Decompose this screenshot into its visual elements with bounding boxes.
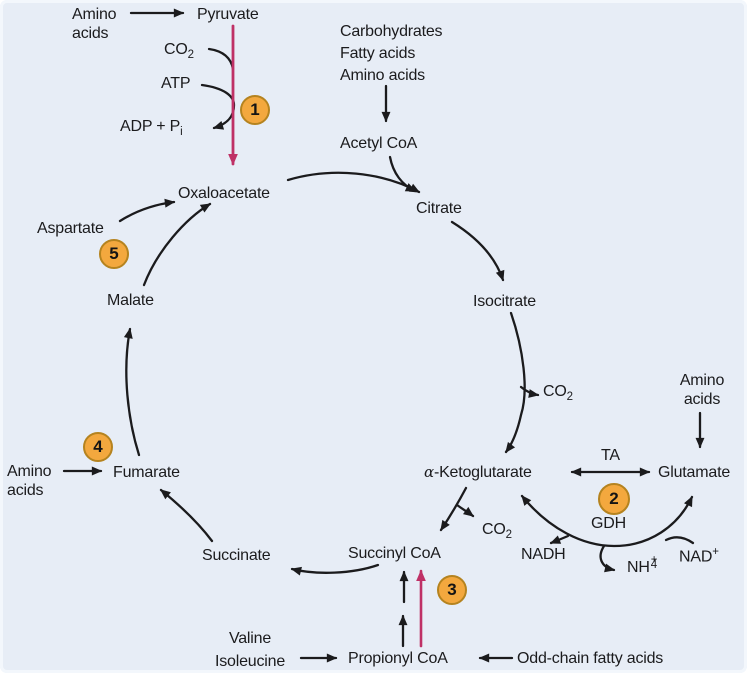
label-nadh: NADH [521, 546, 566, 563]
label-succinyl-coa: Succinyl CoA [348, 545, 441, 562]
arc-isocitrate-to-ketoglutarate [504, 311, 526, 454]
label-valine-isoleucine: Valine Isoleucine [214, 630, 286, 670]
label-citrate: Citrate [416, 200, 462, 217]
label-propionyl-coa: Propionyl CoA [348, 650, 448, 667]
label-co2-top: CO2 [164, 41, 195, 62]
curve-acetylcoa-to-citrate [388, 155, 417, 193]
badge-reaction-1: 1 [240, 95, 270, 125]
label-inputs-top: Carbohydrates Fatty acids Amino acids [340, 23, 443, 84]
arc-ketoglutarate-to-succinylcoa [439, 486, 468, 532]
branch-co2-from-ketoglutarate [455, 503, 475, 518]
label-succinate: Succinate [202, 547, 271, 564]
label-alpha-ketoglutarate: α-Ketoglutarate [424, 463, 532, 481]
label-amino-acids-left: Amino acids [7, 463, 52, 499]
badge-reaction-3: 3 [437, 575, 467, 605]
label-ta: TA [601, 447, 620, 464]
arc-gdh-bidirectional [520, 494, 694, 548]
label-oxaloacetate: Oxaloacetate [178, 185, 270, 202]
label-nad: NAD+ [679, 546, 719, 566]
badge-reaction-2: 2 [598, 483, 630, 515]
label-adp-pi: ADP + Pi [120, 118, 183, 139]
label-co2-isocitrate: CO2 [543, 383, 574, 404]
label-nh4: NH+4 [627, 554, 658, 576]
arc-fumarate-to-malate [123, 327, 141, 457]
arc-oxaloacetate-to-citrate [286, 171, 421, 194]
label-isocitrate: Isocitrate [473, 293, 536, 310]
label-acetyl-coa: Acetyl CoA [340, 135, 418, 152]
arc-succinylcoa-to-succinate [290, 563, 380, 576]
branch-nadh-out [549, 534, 570, 545]
curve-atp-to-adp-pi [200, 83, 236, 130]
curve-aspartate-to-oxaloacetate [118, 198, 176, 223]
curve-co2-into-carboxylation [207, 47, 235, 71]
label-aspartate: Aspartate [37, 220, 104, 237]
label-amino-acids-top-left: Amino acids [72, 6, 117, 42]
arc-citrate-to-isocitrate [450, 220, 505, 282]
arc-succinate-to-fumarate [159, 488, 214, 543]
curve-nad-in [664, 536, 695, 545]
label-malate: Malate [107, 292, 154, 309]
badge-reaction-4: 4 [83, 432, 113, 462]
label-amino-acids-right: Amino acids [679, 372, 725, 408]
label-odd-chain-fatty-acids: Odd-chain fatty acids [517, 650, 664, 667]
badge-reaction-5: 5 [99, 239, 129, 269]
label-co2-ketoglutarate: CO2 [482, 521, 513, 542]
label-atp: ATP [161, 75, 191, 92]
hook-nh4-out [599, 544, 616, 573]
label-gdh: GDH [591, 515, 626, 532]
label-pyruvate: Pyruvate [197, 6, 259, 23]
arc-malate-to-oxaloacetate [142, 202, 212, 287]
branch-co2-from-isocitrate [519, 385, 540, 398]
label-glutamate: Glutamate [658, 464, 731, 481]
label-fumarate: Fumarate [113, 464, 180, 481]
